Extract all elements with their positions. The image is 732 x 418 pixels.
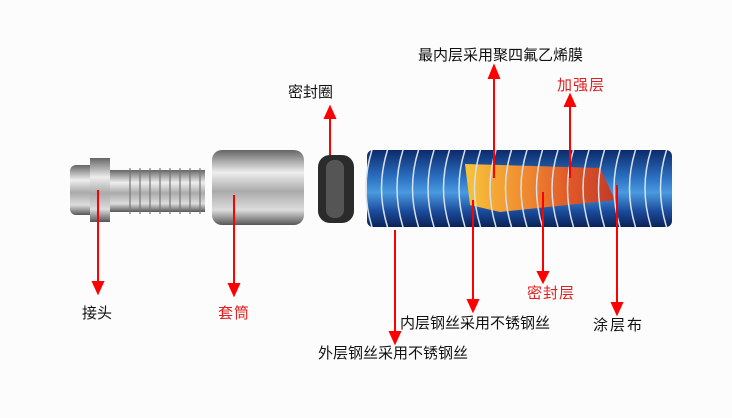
- wire-coil: [380, 149, 389, 228]
- wire-coil: [644, 149, 652, 228]
- wire-coil: [613, 149, 621, 228]
- arrows: [91, 63, 624, 346]
- label-seal-ring: 密封圈: [288, 83, 334, 101]
- label-seal-layer: 密封层: [527, 284, 576, 302]
- wire-coil: [504, 149, 513, 228]
- label-inner-wire: 内层钢丝采用不锈钢丝: [400, 314, 551, 332]
- wire-coil: [458, 149, 466, 228]
- wire-coil: [520, 149, 528, 228]
- wire-coil: [473, 149, 482, 228]
- wire-coil: [411, 149, 420, 228]
- label-coating-cloth: 涂层布: [593, 316, 645, 334]
- wire-coil: [365, 149, 373, 228]
- wire-coil: [396, 149, 404, 228]
- label-ptfe-film: 最内层采用聚四氟乙烯膜: [418, 46, 584, 64]
- label-fitting: 接头: [82, 304, 113, 322]
- wire-coil: [582, 149, 590, 228]
- wire-coil: [427, 149, 435, 228]
- hose-graphic: [365, 149, 672, 228]
- label-reinforcement-layer: 加强层: [557, 76, 606, 94]
- wire-coil: [566, 149, 575, 228]
- wire-coil: [659, 149, 668, 228]
- label-sleeve: 套筒: [218, 304, 251, 322]
- fitting-graphic: [70, 158, 205, 222]
- wire-coil: [628, 149, 637, 228]
- wire-coil: [551, 149, 559, 228]
- wire-coil: [535, 149, 544, 228]
- sleeve-graphic: [212, 150, 304, 225]
- wire-coil: [597, 149, 606, 228]
- wire-coil: [442, 149, 451, 228]
- label-outer-wire: 外层钢丝采用不锈钢丝: [318, 344, 469, 362]
